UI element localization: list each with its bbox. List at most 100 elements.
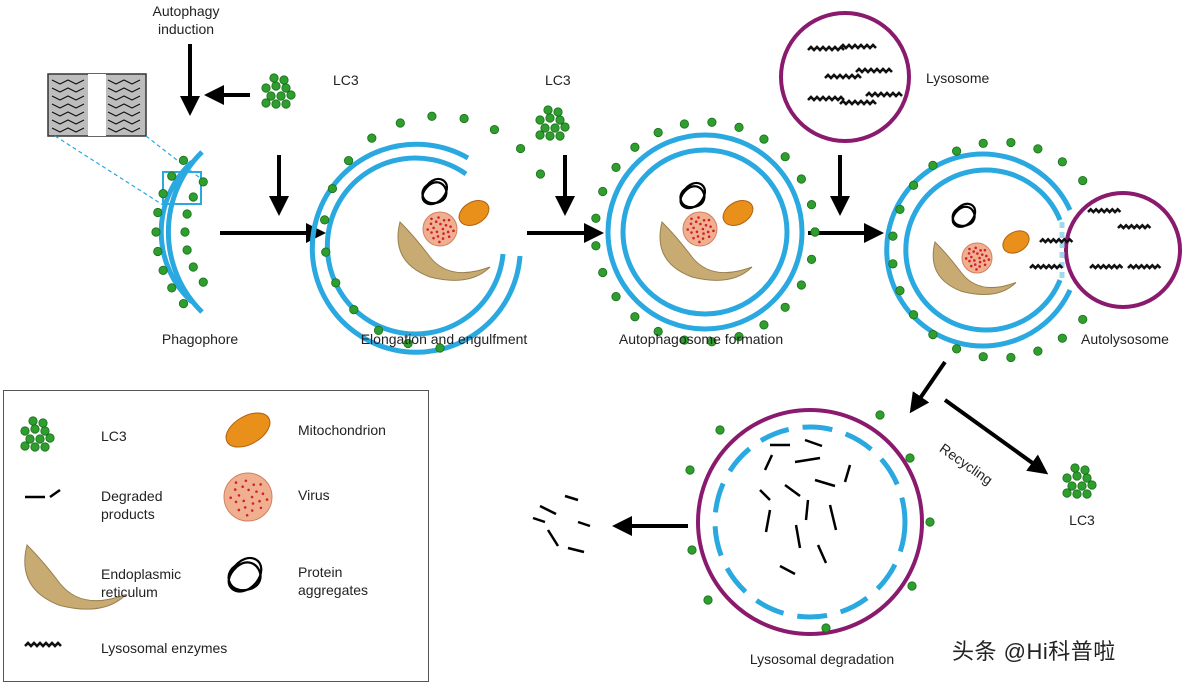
lc3-dot	[427, 111, 437, 121]
virus-dot	[707, 235, 711, 239]
lc3-dot	[188, 192, 198, 202]
lc3-dot	[875, 410, 885, 420]
virus-dot	[242, 499, 246, 503]
virus-dot	[973, 259, 976, 262]
lc3-dot	[1080, 465, 1090, 475]
lc3-dot	[545, 113, 555, 123]
virus-dot	[245, 513, 249, 517]
virus-dot	[437, 216, 440, 219]
lc3-dot	[327, 183, 338, 194]
lc3-dot	[271, 99, 281, 109]
enzyme	[1039, 237, 1074, 244]
lc3-dot	[1077, 481, 1087, 491]
lc3-dot	[279, 75, 289, 85]
lc3-dot	[707, 117, 717, 127]
lc3-dot	[435, 343, 445, 353]
lc3-dot	[888, 259, 898, 269]
lc3-dot	[780, 152, 790, 162]
lc3-dot	[715, 425, 725, 435]
virus-dot	[441, 227, 445, 231]
enzyme	[865, 91, 903, 98]
lc3-dot	[1070, 463, 1080, 473]
virus-dot	[702, 218, 706, 222]
membrane-inset	[47, 73, 202, 206]
virus-dot	[699, 222, 702, 226]
degraded-product	[764, 509, 772, 533]
virus-dot	[701, 227, 705, 231]
lc3-dot	[320, 215, 330, 225]
lysosomal-enzymes	[807, 43, 1162, 270]
virus-dot	[704, 223, 708, 227]
lc3-dot	[20, 426, 30, 436]
lc3-dot	[167, 171, 177, 181]
virus-dot	[980, 253, 984, 256]
virus-dot	[261, 492, 265, 496]
virus-dot	[968, 247, 971, 251]
lc3-dot	[1067, 481, 1077, 491]
virus-dot	[438, 240, 441, 244]
lc3-dot	[780, 302, 790, 312]
lc3-dot	[535, 169, 546, 179]
enzyme	[807, 95, 845, 102]
virus-dot	[447, 235, 451, 239]
lc3-dot	[28, 416, 38, 426]
lc3-dot	[515, 143, 526, 154]
virus-dot	[247, 488, 250, 492]
virus-dot	[432, 226, 435, 230]
virus-dot	[968, 259, 971, 263]
virus-dot	[234, 481, 238, 484]
virus-dot	[694, 220, 698, 224]
legend-degraded-product	[49, 488, 61, 499]
lc3-dot	[978, 352, 988, 362]
virus-dot	[976, 252, 979, 255]
lc3-dot	[266, 91, 276, 101]
protein-aggregate	[679, 181, 707, 210]
degraded-product	[546, 529, 560, 547]
lc3-dot	[1006, 137, 1016, 148]
degraded-product	[763, 454, 774, 471]
lc3-dot	[281, 99, 291, 109]
lc3-dot	[343, 155, 354, 166]
lc3-dot	[630, 142, 640, 152]
lc3-dot	[178, 155, 189, 166]
lc3-dot	[540, 123, 550, 133]
virus-dot	[233, 488, 237, 491]
virus-dot	[435, 230, 439, 234]
enzyme	[1029, 263, 1064, 270]
lc3-dot	[198, 177, 208, 187]
lc3-dot	[261, 83, 271, 93]
lc3-dot	[20, 441, 30, 451]
lc3-dot	[591, 241, 601, 251]
lc3-dot	[403, 338, 413, 349]
lc3-dot	[1078, 314, 1088, 325]
virus-dot	[983, 263, 987, 267]
lc3-dot	[978, 138, 988, 148]
virus-dot	[707, 218, 711, 222]
legend-label-lysosomal-enzymes: Lysosomal enzymes	[101, 640, 228, 656]
virus-dot	[265, 498, 269, 501]
virus-dot	[432, 236, 435, 240]
degraded-product	[759, 489, 771, 501]
cargo	[397, 177, 1030, 295]
lc3-dot	[1057, 333, 1067, 343]
enzyme	[1127, 263, 1162, 270]
lc3-dot	[188, 262, 198, 272]
lc3-dot	[653, 127, 663, 138]
endoplasmic-reticulum	[932, 241, 1017, 295]
protein-aggregate	[951, 202, 977, 228]
label-autolysosome: Autolysosome	[1081, 331, 1169, 347]
virus-dot	[244, 479, 248, 483]
lc3-dot	[153, 246, 163, 257]
lc3-dot	[1033, 144, 1043, 154]
lc3-dot	[550, 123, 560, 133]
lc3-dot	[560, 122, 570, 132]
lc3-dot	[286, 90, 296, 100]
lc3-dot	[167, 283, 177, 293]
virus-dot	[259, 483, 262, 486]
virus-dot	[439, 222, 442, 226]
lc3-dot	[261, 98, 271, 108]
lc3-dot	[1078, 175, 1088, 186]
lc3-dot	[687, 545, 697, 555]
lc3-dots	[151, 73, 1097, 633]
endoplasmic-reticulum	[24, 544, 127, 610]
